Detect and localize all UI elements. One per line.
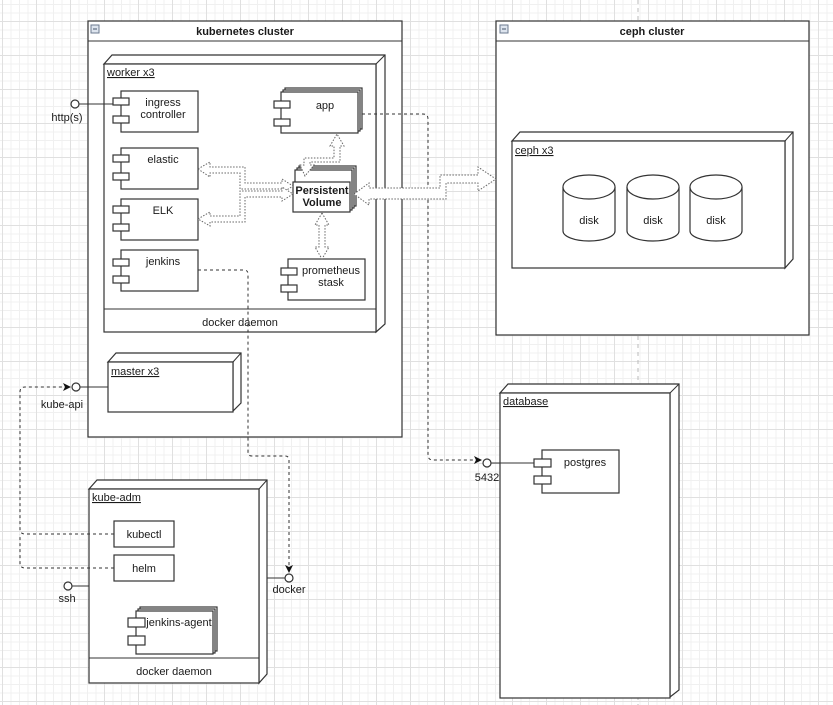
- component-icon: [112, 97, 130, 106]
- database-node[interactable]: database: [498, 383, 680, 699]
- jenkins-agent-component[interactable]: jenkins-agent: [127, 606, 218, 655]
- worker-docker-daemon: docker daemon: [202, 317, 278, 329]
- collapse-icon[interactable]: [90, 24, 100, 34]
- svg-text:disk: disk: [579, 215, 599, 227]
- kubectl-to-kube-api-connector[interactable]: [19, 383, 114, 535]
- disk-1[interactable]: disk: [562, 174, 616, 242]
- svg-text:prometheus: prometheus: [302, 265, 361, 277]
- collapse-icon[interactable]: [499, 24, 509, 34]
- svg-text:elastic: elastic: [147, 154, 179, 166]
- ceph-cluster-title: ceph cluster: [620, 26, 686, 38]
- master-node-label: master x3: [111, 366, 159, 378]
- kubectl-box[interactable]: kubectl: [113, 520, 175, 548]
- worker-node-label: worker x3: [106, 67, 155, 79]
- kubernetes-cluster-title: kubernetes cluster: [196, 26, 295, 38]
- ceph-node-label: ceph x3: [515, 145, 554, 157]
- prometheus-component[interactable]: prometheus stask: [280, 258, 366, 301]
- ingress-controller-component[interactable]: ingress controller: [112, 90, 199, 133]
- elastic-component[interactable]: elastic: [112, 147, 199, 190]
- pv-app-flow-arrow: [299, 133, 345, 177]
- svg-text:Persistent: Persistent: [295, 185, 349, 197]
- jenkins-component[interactable]: jenkins: [112, 249, 199, 292]
- svg-text:ingress: ingress: [145, 97, 181, 109]
- disk-2[interactable]: disk: [626, 174, 680, 242]
- app-to-postgres-connector[interactable]: [362, 113, 482, 464]
- svg-text:app: app: [316, 100, 334, 112]
- svg-text:docker: docker: [272, 584, 305, 596]
- docker-port[interactable]: docker: [267, 573, 306, 596]
- svg-text:jenkins-agent: jenkins-agent: [145, 617, 211, 629]
- jenkins-to-docker-connector[interactable]: [198, 269, 293, 573]
- svg-text:helm: helm: [132, 563, 156, 575]
- svg-text:disk: disk: [706, 215, 726, 227]
- pv-elastic-flow-arrow: [197, 161, 294, 194]
- svg-text:5432: 5432: [475, 472, 499, 484]
- svg-text:ELK: ELK: [153, 205, 174, 217]
- http-port[interactable]: http(s): [51, 99, 113, 124]
- ssh-port[interactable]: ssh: [58, 581, 89, 605]
- pv-elk-flow-arrow: [197, 186, 294, 227]
- svg-text:disk: disk: [643, 215, 663, 227]
- database-node-label: database: [503, 396, 548, 408]
- master-node[interactable]: master x3: [106, 352, 242, 413]
- kube-api-port[interactable]: kube-api: [41, 382, 108, 411]
- kube-adm-docker-daemon: docker daemon: [136, 666, 212, 678]
- svg-text:jenkins: jenkins: [145, 256, 181, 268]
- disk-3[interactable]: disk: [689, 174, 743, 242]
- svg-text:postgres: postgres: [564, 457, 607, 469]
- app-component[interactable]: app: [273, 87, 363, 134]
- elk-component[interactable]: ELK: [112, 198, 199, 241]
- helm-box[interactable]: helm: [113, 554, 175, 582]
- svg-text:http(s): http(s): [51, 112, 82, 124]
- svg-text:ssh: ssh: [58, 593, 75, 605]
- postgres-port[interactable]: 5432: [475, 458, 534, 484]
- kube-adm-label: kube-adm: [92, 492, 141, 504]
- svg-text:Volume: Volume: [303, 197, 342, 209]
- pv-ceph-flow-arrow: [353, 166, 497, 206]
- svg-text:kubectl: kubectl: [127, 529, 162, 541]
- svg-text:kube-api: kube-api: [41, 399, 83, 411]
- helm-to-kube-api-connector[interactable]: [19, 534, 114, 569]
- svg-text:stask: stask: [318, 277, 344, 289]
- pv-prometheus-flow-arrow: [314, 212, 330, 260]
- persistent-volume[interactable]: Persistent Volume: [292, 165, 357, 213]
- svg-text:controller: controller: [140, 109, 186, 121]
- postgres-component[interactable]: postgres: [533, 449, 620, 494]
